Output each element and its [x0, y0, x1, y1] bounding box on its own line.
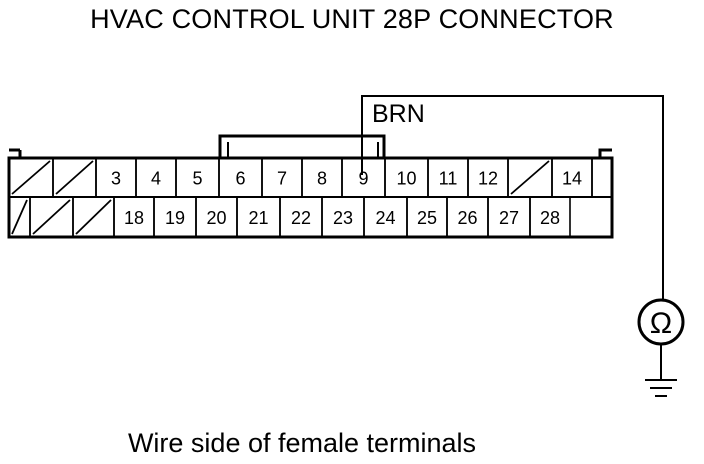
- unused-slash: [11, 199, 28, 235]
- terminal-number: 4: [151, 169, 161, 189]
- bottom-terminal-18: 18: [113, 196, 155, 238]
- unused-slash: [11, 160, 51, 195]
- caption: Wire side of female terminals: [127, 428, 477, 458]
- terminal-number: 12: [478, 169, 498, 189]
- terminal-number: 14: [562, 169, 582, 189]
- terminal-number: 3: [111, 169, 121, 189]
- connector-top-row: 3 4 5 6 7 8 9 10 11 12 14: [8, 157, 613, 198]
- bottom-terminal-26: 26: [446, 196, 489, 238]
- bottom-terminal-22: 22: [279, 196, 323, 238]
- bottom-terminal-23: 23: [321, 196, 365, 238]
- top-terminal-7: 7: [261, 157, 303, 198]
- top-terminal-6: 6: [218, 157, 263, 198]
- bottom-terminal-2: [29, 196, 74, 238]
- terminal-number: 23: [333, 208, 353, 228]
- top-terminal-13: [507, 157, 553, 198]
- ohm-symbol: Ω: [650, 307, 672, 340]
- top-terminal-9: 9: [341, 157, 386, 198]
- terminal-number: 19: [165, 208, 185, 228]
- terminal-number: 11: [439, 169, 458, 189]
- bottom-terminal-19: 19: [153, 196, 197, 238]
- top-terminal-2: [52, 157, 97, 198]
- terminal-number: 10: [396, 169, 416, 189]
- bottom-terminal-21: 21: [236, 196, 281, 238]
- terminal-number: 22: [291, 208, 311, 228]
- terminal-number: 21: [248, 208, 268, 228]
- page-title: HVAC CONTROL UNIT 28P CONNECTOR: [90, 4, 614, 34]
- top-terminal-3: 3: [95, 157, 137, 198]
- top-terminal-4: 4: [135, 157, 177, 198]
- terminal-number: 5: [192, 169, 202, 189]
- terminal-number: 27: [499, 208, 519, 228]
- terminal-number: 9: [358, 169, 368, 189]
- top-terminal-14: 14: [551, 157, 593, 198]
- terminal-number: 26: [457, 208, 477, 228]
- bottom-terminal-1: [8, 196, 31, 238]
- bottom-terminal-3: [72, 196, 115, 238]
- terminal-number: 6: [235, 169, 245, 189]
- terminal-number: 7: [277, 169, 287, 189]
- terminal-number: 24: [375, 208, 395, 228]
- top-terminal-1: [8, 157, 54, 198]
- top-terminal-8: 8: [301, 157, 343, 198]
- bottom-terminal-25: 25: [406, 196, 448, 238]
- ohmmeter-icon: Ω: [637, 298, 685, 346]
- unused-slash: [510, 160, 550, 195]
- ground-icon: [645, 379, 677, 397]
- bottom-terminal-24: 24: [363, 196, 408, 238]
- top-terminal-15: [591, 157, 613, 198]
- terminal-number: 25: [417, 208, 437, 228]
- terminal-number: 8: [317, 169, 327, 189]
- bottom-terminal-27: 27: [487, 196, 531, 238]
- top-terminal-10: 10: [384, 157, 429, 198]
- terminal-number: 28: [540, 208, 560, 228]
- unused-slash: [55, 160, 94, 195]
- top-terminal-12: 12: [467, 157, 509, 198]
- unused-slash: [32, 199, 71, 235]
- terminal-number: 20: [206, 208, 226, 228]
- top-terminal-5: 5: [175, 157, 220, 198]
- terminal-number: 18: [124, 208, 144, 228]
- top-terminal-11: 11: [427, 157, 469, 198]
- unused-slash: [75, 199, 112, 235]
- probe-wire: [361, 95, 664, 300]
- connector-lock-tab: [218, 134, 386, 158]
- wire-color-label: BRN: [372, 100, 425, 128]
- bottom-terminal-28: 28: [529, 196, 571, 238]
- connector-bottom-row: 18 19 20 21 22 23 24 25 26 27 28: [8, 196, 571, 238]
- bottom-terminal-20: 20: [195, 196, 238, 238]
